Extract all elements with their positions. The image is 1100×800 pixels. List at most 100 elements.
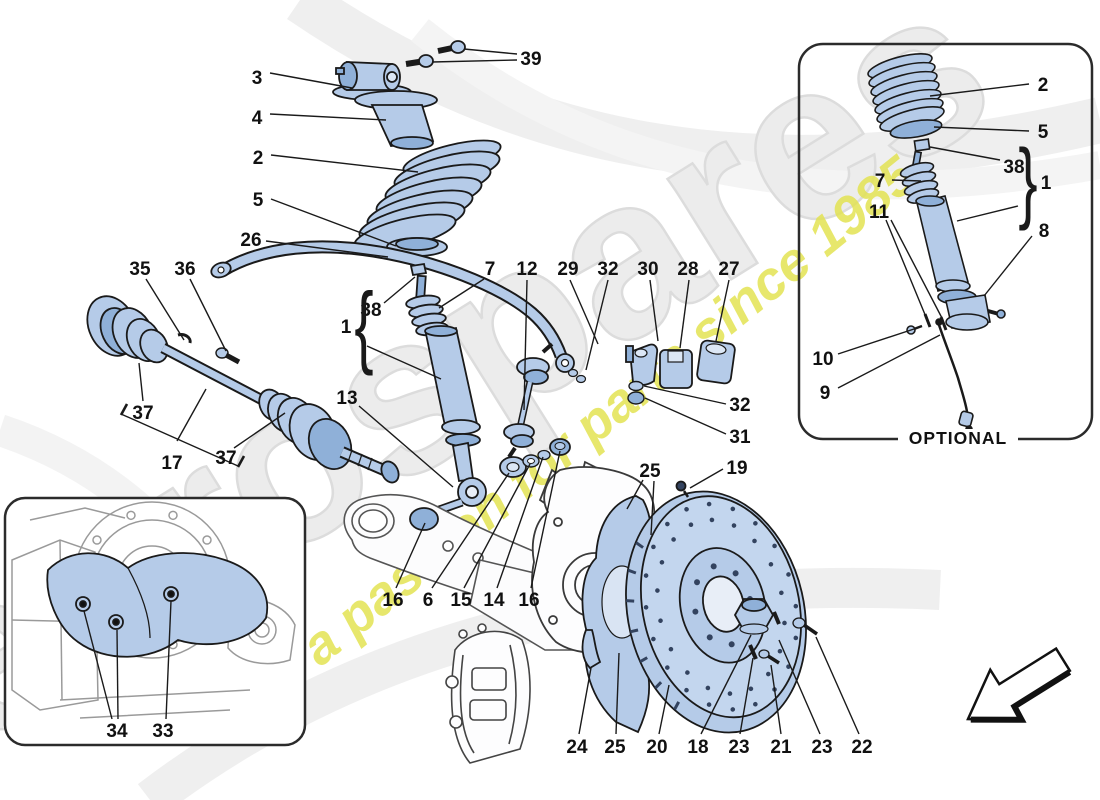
optional-label-backing [898,429,1018,448]
hub-fasteners [675,480,818,665]
callout-38: 38 [929,146,1025,178]
leader-line [885,219,927,318]
callout-label: 2 [253,148,264,169]
callout-label: 38 [1003,157,1024,178]
leader-line [431,472,510,589]
callout-25: 25 [626,461,661,536]
leader-line [778,639,821,735]
brake-disc [625,490,807,734]
callout-label: 17 [161,453,182,474]
bracket-tick [236,455,246,468]
callout-16: 16 [382,522,426,611]
leader-line [569,279,599,345]
callout-label: 23 [811,737,832,758]
leader-line [270,154,419,173]
leader-line [643,385,727,405]
callout-13: 13 [336,388,454,488]
callout-32: 32 [585,259,619,371]
leader-line [770,664,782,735]
leader-line [585,279,609,371]
callout-label: 1 [341,317,352,338]
callout-label: 30 [637,259,658,280]
gearbox-inset [3,496,307,747]
callout-label: 26 [240,230,261,251]
callout-3: 3 [252,68,353,89]
callout-21: 21 [770,664,792,758]
callout-33: 33 [152,600,174,742]
callout-brace: } [1018,131,1037,232]
driveshaft [86,295,400,484]
callout-label: 39 [520,49,541,70]
callout-17: 17 [119,388,246,474]
leader-line [395,522,426,589]
callout-label: 22 [851,737,872,758]
callout-16: 16 [518,450,561,611]
brake-caliper [445,623,531,764]
leader-line [165,600,172,720]
callout-5: 5 [933,122,1049,143]
callout-30: 30 [637,259,659,342]
optional-damper-parts [867,53,1006,433]
callout-32: 32 [643,385,751,416]
callout-label: 16 [518,590,539,611]
callout-label: 33 [152,721,173,742]
callout-label: 37 [215,448,236,469]
leader-line [189,278,227,352]
leader-line [649,279,659,342]
callout-label: 2 [1038,75,1049,96]
callout-5: 5 [253,190,397,247]
callout-label: 20 [646,737,667,758]
callout-label: 23 [728,737,749,758]
callout-35: 35 [129,259,185,341]
callout-label: 27 [718,259,739,280]
leader-line [929,83,1030,97]
callout-label: 25 [604,737,626,758]
callout-29: 29 [557,259,599,345]
leader-line [83,610,113,720]
callout-label: 7 [875,171,886,192]
leader-line [269,72,353,89]
leader-line [116,629,119,720]
callout-label: 7 [485,259,496,280]
leader-line [176,388,207,442]
callout-26: 26 [240,230,389,258]
callout-label: 4 [252,108,263,129]
callout-1: }1 [956,131,1052,232]
leader-line [438,278,485,309]
callout-7: 7 [438,259,496,309]
leader-line [891,179,922,182]
leader-line [523,279,528,411]
leader-line [578,667,592,735]
callout-label: 19 [726,458,747,479]
leader-line [626,479,644,510]
leader-line [689,468,724,489]
callout-label: 5 [1038,122,1049,143]
leader-line [700,634,752,735]
leader-line [270,198,397,247]
callout-label: 31 [729,427,751,448]
callout-label: 29 [557,259,578,280]
callout-label: 11 [869,202,890,223]
arm-bushes-washers [409,438,571,531]
callout-brace: { [354,275,373,377]
coil-spring [353,139,502,253]
callout-label: 3 [252,68,263,89]
callout-2: 2 [929,75,1049,97]
callout-label: 32 [729,395,750,416]
leader-line [658,684,670,735]
optional-inset: OPTIONAL [797,42,1094,448]
callout-39: 39 [431,48,542,70]
callout-label: 25 [639,461,661,482]
callout-label: 5 [253,190,264,211]
leader-line [650,480,655,536]
main-exploded-view [86,40,818,764]
callout-label: 28 [677,259,698,280]
callout-34: 34 [83,610,128,742]
callout-label: 36 [174,259,195,280]
callout-27: 27 [715,259,740,342]
leader-line [431,59,518,63]
callout-2: 2 [253,148,419,173]
dust-boot [354,90,438,150]
